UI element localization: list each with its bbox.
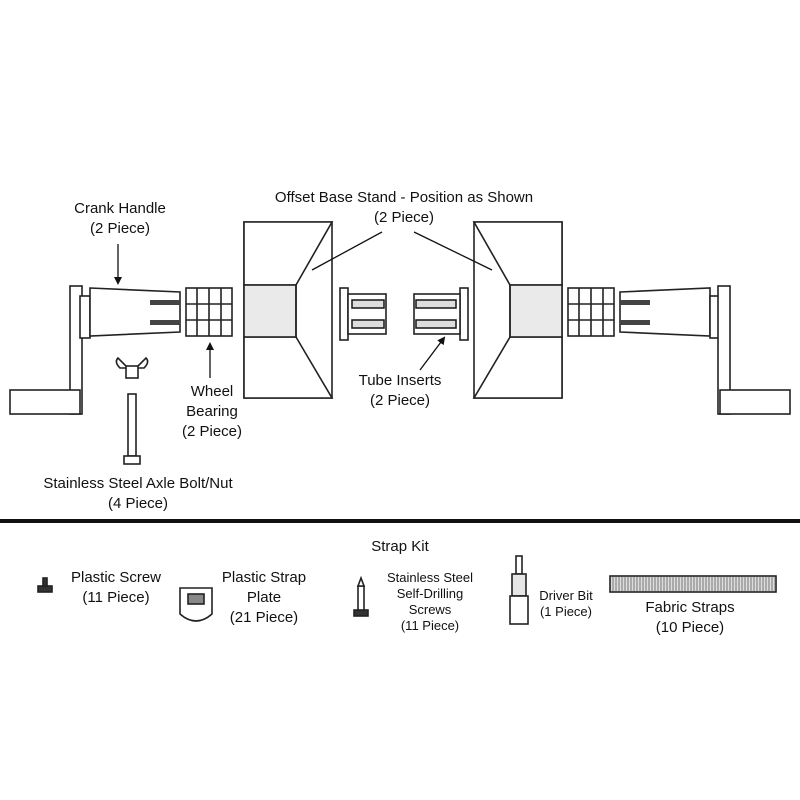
drilling-screws-name-2: Self-Drilling	[396, 586, 464, 601]
driver-bit-name: Driver Bit	[539, 588, 593, 603]
plastic-screw-qty: (11 Piece)	[82, 589, 150, 606]
tube-insert-left	[339, 287, 387, 341]
strap-plate-label: Plastic Strap Plate (21 Piece)	[222, 568, 306, 628]
drilling-screws-name-1: Stainless Steel	[387, 570, 473, 585]
axle-bolt-label: Stainless Steel Axle Bolt/Nut (4 Piece)	[43, 474, 232, 514]
strap-plate-qty: (21 Piece)	[229, 609, 299, 626]
strap-plate-name-2: Plate	[246, 589, 282, 606]
crank-handle-name: Crank Handle	[74, 200, 166, 217]
plastic-screw-name: Plastic Screw	[70, 569, 162, 586]
tube-inserts-qty: (2 Piece)	[369, 392, 431, 409]
driver-bit-label: Driver Bit (1 Piece)	[539, 588, 592, 620]
fabric-straps-qty: (10 Piece)	[655, 619, 725, 636]
strap-plate	[179, 587, 213, 622]
base-stand-label: Offset Base Stand - Position as Shown (2…	[275, 188, 533, 228]
crank-handle-right	[619, 285, 791, 415]
crank-handle-qty: (2 Piece)	[89, 220, 151, 237]
axle-bolt	[115, 356, 149, 465]
crank-handle-left	[9, 285, 181, 415]
strap-plate-name-1: Plastic Strap	[221, 569, 307, 586]
wheel-bearing-label: Wheel Bearing (2 Piece)	[182, 382, 242, 442]
self-drilling-screw	[353, 575, 369, 617]
base-stand-right	[472, 221, 563, 399]
fabric-straps-label: Fabric Straps (10 Piece)	[645, 598, 734, 638]
wheel-bearing-name-2: Bearing	[186, 403, 238, 420]
base-stand-name: Offset Base Stand - Position as Shown	[274, 189, 534, 206]
plastic-screw-label: Plastic Screw (11 Piece)	[71, 568, 161, 608]
leader-lines	[114, 231, 493, 378]
drilling-screws-name-3: Screws	[408, 602, 452, 617]
wheel-bearing-right	[567, 287, 615, 337]
driver-bit-qty: (1 Piece)	[539, 604, 593, 619]
fabric-straps-name: Fabric Straps	[645, 599, 735, 616]
axle-bolt-qty: (4 Piece)	[107, 495, 169, 512]
crank-handle-label: Crank Handle (2 Piece)	[74, 199, 166, 239]
wheel-bearing-qty: (2 Piece)	[181, 423, 243, 440]
strap-kit-title: Strap Kit	[371, 538, 429, 555]
axle-bolt-name: Stainless Steel Axle Bolt/Nut	[43, 475, 233, 492]
tube-insert-right	[413, 287, 469, 341]
fabric-straps-texture	[612, 577, 776, 591]
base-stand-qty: (2 Piece)	[373, 209, 435, 226]
wheel-bearing-left	[185, 287, 233, 337]
base-stand-left	[243, 221, 334, 399]
wheel-bearing-name-1: Wheel	[190, 383, 234, 400]
plastic-screw	[37, 577, 53, 593]
tube-inserts-label: Tube Inserts (2 Piece)	[359, 371, 442, 411]
tube-inserts-name: Tube Inserts	[358, 372, 442, 389]
drilling-screws-qty: (11 Piece)	[400, 618, 460, 633]
driver-bit	[509, 555, 529, 625]
drilling-screws-label: Stainless Steel Self-Drilling Screws (11…	[387, 570, 473, 634]
